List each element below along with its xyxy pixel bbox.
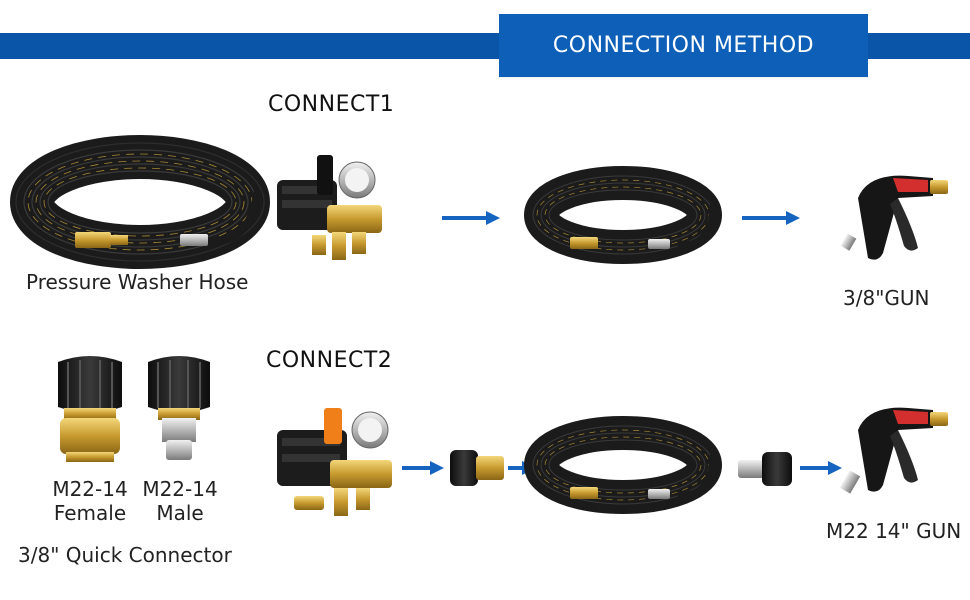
gun1-label: 3/8"GUN [843, 286, 930, 310]
arrow-icon [402, 461, 444, 475]
arrow-icon [800, 461, 842, 475]
male-label: M22-14 Male [140, 477, 220, 525]
pump-image [277, 408, 392, 516]
arrow-icon [742, 211, 800, 225]
male-label-line2: Male [156, 501, 204, 525]
male-label-line1: M22-14 [142, 477, 218, 501]
connect1-heading: CONNECT1 [268, 92, 395, 117]
connector-label: 3/8" Quick Connector [18, 543, 232, 567]
spray-gun-image [840, 175, 948, 260]
female-adapter-image [450, 450, 504, 486]
male-adapter-image [738, 452, 792, 486]
hose-coil-image [524, 166, 722, 264]
female-label-line2: Female [53, 501, 127, 525]
female-label: M22-14 Female [50, 477, 130, 525]
female-connector-image [58, 356, 122, 462]
banner-title: CONNECTION METHOD [552, 33, 815, 58]
section-banner: CONNECTION METHOD [499, 14, 868, 77]
female-label-line1: M22-14 [52, 477, 128, 501]
hose-label: Pressure Washer Hose [26, 270, 249, 294]
pump-image [277, 155, 382, 260]
connect2-heading: CONNECT2 [266, 348, 393, 373]
hose-coil-image [10, 135, 270, 269]
gun2-label: M22 14" GUN [826, 519, 962, 543]
male-connector-image [148, 356, 210, 460]
spray-gun-image [839, 407, 948, 494]
hose-coil-image [524, 416, 722, 514]
arrow-icon [442, 211, 500, 225]
